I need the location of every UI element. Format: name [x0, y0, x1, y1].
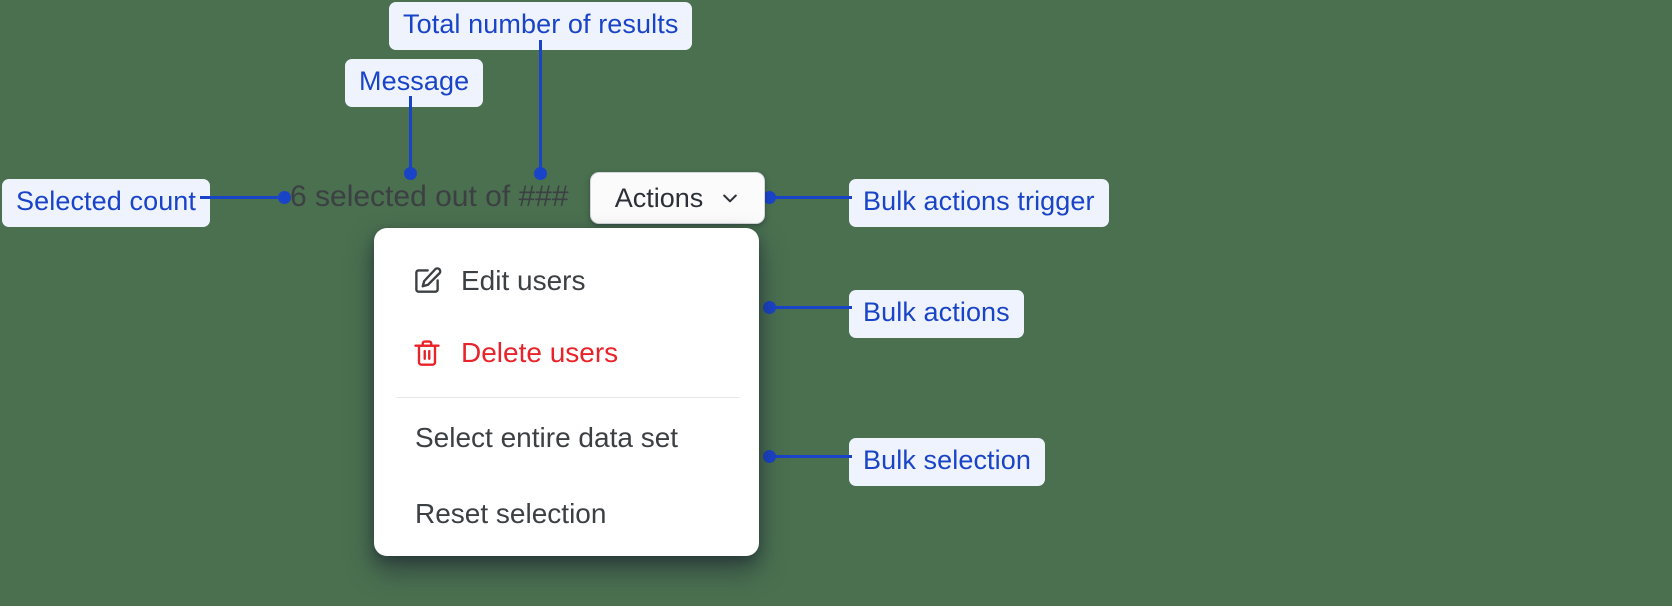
connector-dot-bulk-actions: [763, 301, 776, 314]
connector-dot-bulk-actions-trigger: [763, 191, 776, 204]
callout-bulk-actions: Bulk actions: [849, 290, 1024, 338]
callout-selected-count: Selected count: [2, 179, 211, 227]
connector-line-total-results: [539, 40, 542, 174]
connector-line-bulk-selection: [770, 455, 852, 458]
menu-separator: [397, 397, 739, 398]
pencil-square-icon: [412, 266, 442, 296]
connector-line-message: [409, 96, 412, 174]
connector-line-bulk-actions: [770, 306, 852, 309]
connector-dot-total-results: [534, 167, 547, 180]
connector-dot-message: [404, 167, 417, 180]
menu-item-label: Select entire data set: [415, 422, 679, 453]
bulk-selection-message: 6 selected out of ###: [290, 180, 569, 213]
menu-item-select-entire-data-set[interactable]: Select entire data set: [374, 414, 759, 462]
connector-dot-bulk-selection: [763, 450, 776, 463]
callout-message: Message: [345, 59, 484, 107]
bulk-actions-trigger-button[interactable]: Actions: [590, 172, 765, 224]
callout-bulk-actions-trigger: Bulk actions trigger: [849, 179, 1109, 227]
menu-item-delete-users[interactable]: Delete users: [374, 328, 759, 378]
bulk-actions-menu: Edit users Delete users Select entire da…: [374, 228, 759, 556]
callout-bulk-selection: Bulk selection: [849, 438, 1045, 486]
menu-item-label: Edit users: [461, 265, 586, 296]
bulk-actions-trigger-label: Actions: [614, 182, 704, 213]
connector-line-bulk-actions-trigger: [770, 196, 852, 199]
menu-item-edit-users[interactable]: Edit users: [374, 256, 759, 306]
connector-line-selected-count: [200, 196, 288, 199]
connector-dot-selected-count: [278, 191, 291, 204]
menu-item-label: Delete users: [461, 337, 619, 368]
trash-icon: [412, 338, 442, 368]
menu-item-label: Reset selection: [415, 498, 607, 529]
menu-item-reset-selection[interactable]: Reset selection: [374, 490, 759, 538]
chevron-down-icon: [720, 188, 740, 208]
